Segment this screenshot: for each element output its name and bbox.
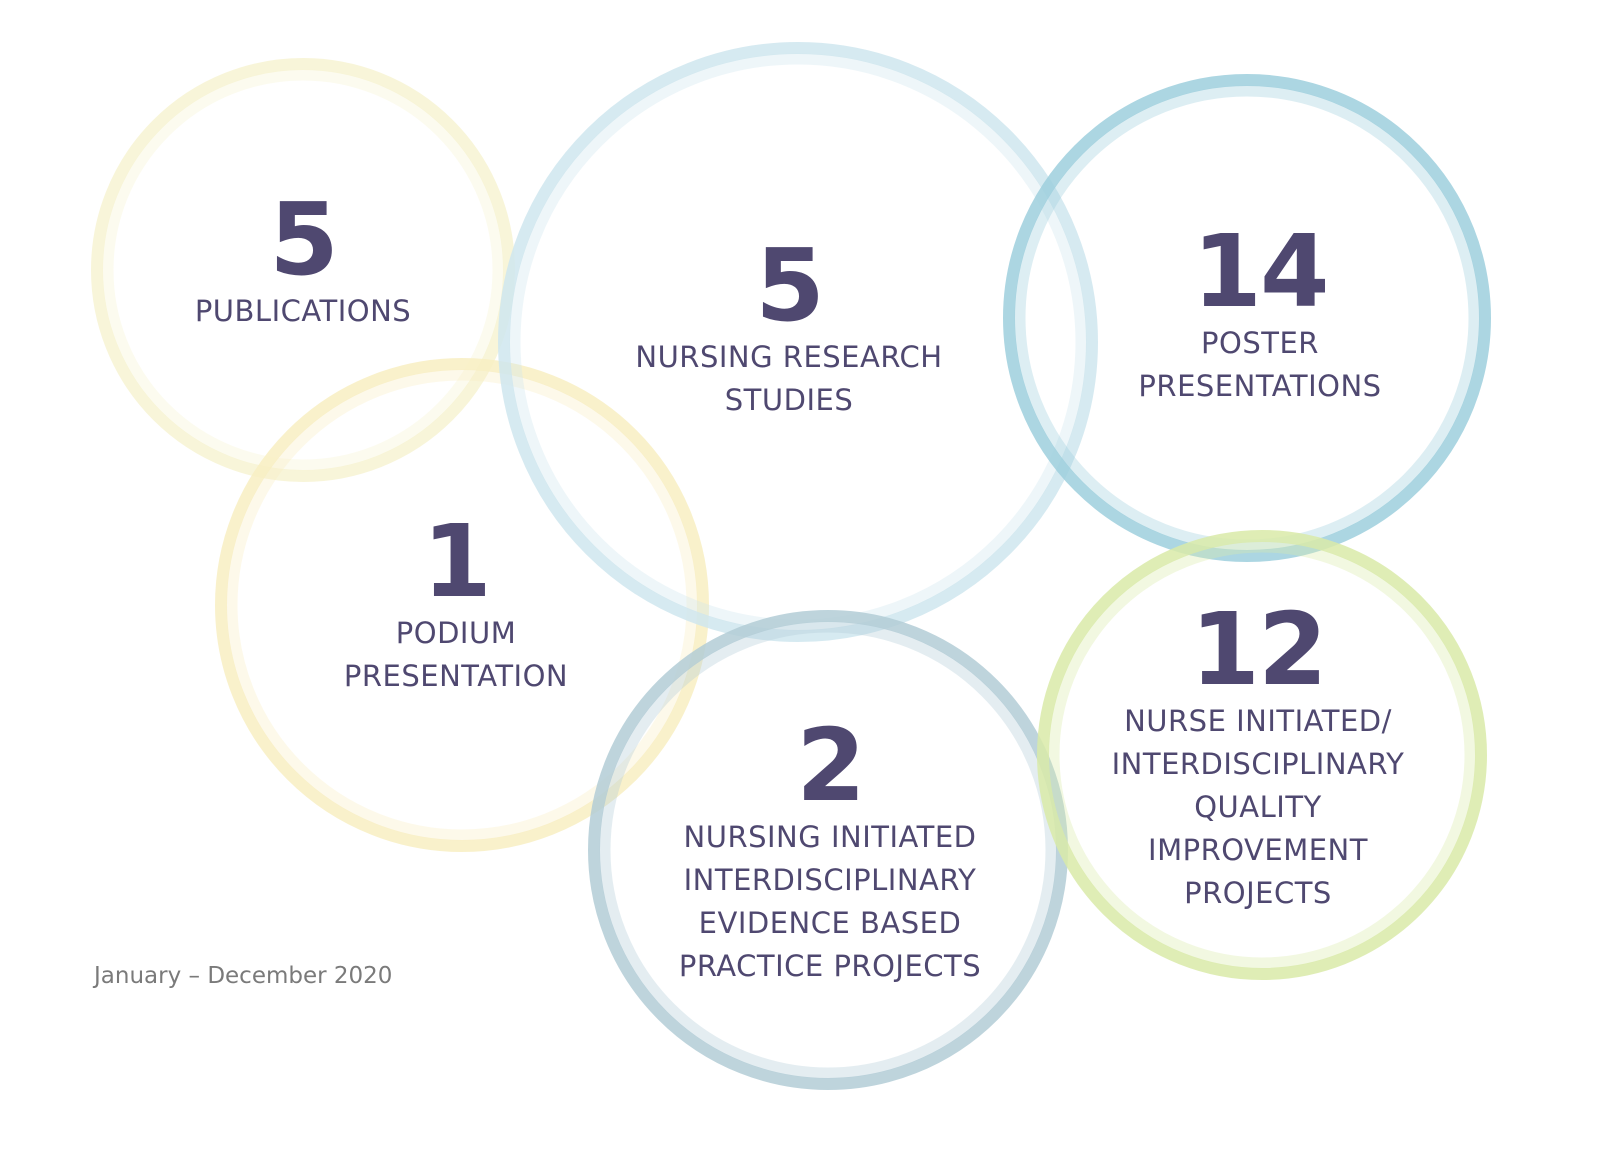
- stat-podium-presentation: 1 PODIUM PRESENTATION: [344, 512, 568, 698]
- stat-poster-presentations: 14 POSTER PRESENTATIONS: [1138, 222, 1381, 408]
- stat-label: PUBLICATIONS: [194, 294, 412, 328]
- ring-research: [498, 42, 1098, 642]
- inner-ring-research: [509, 53, 1087, 631]
- stat-label: POSTER PRESENTATIONS: [1138, 326, 1382, 403]
- stat-number: 12: [1190, 591, 1327, 708]
- inner-ring-ebp: [599, 621, 1057, 1079]
- date-range: January – December 2020: [94, 963, 393, 989]
- stat-number: 5: [269, 181, 339, 298]
- inner-ring-poster: [1014, 85, 1480, 551]
- inner-ring-podium: [226, 369, 698, 841]
- stat-publications: 5 PUBLICATIONS: [195, 190, 411, 333]
- stat-number: 5: [755, 227, 825, 344]
- ring-podium: [215, 358, 709, 852]
- stat-number: 1: [422, 503, 492, 620]
- ring-qi: [1037, 530, 1487, 980]
- stat-label: PODIUM PRESENTATION: [343, 616, 569, 693]
- inner-ring-publications: [102, 69, 504, 471]
- stat-number: 2: [796, 707, 866, 824]
- stat-ebp-projects: 2 NURSING INITIATED INTERDISCIPLINARY EV…: [679, 716, 981, 988]
- stat-label: NURSING RESEARCH STUDIES: [635, 340, 943, 417]
- inner-ring-qi: [1048, 541, 1476, 969]
- ring-poster: [1003, 74, 1491, 562]
- stat-quality-improvement-projects: 12 NURSE INITIATED/ INTERDISCIPLINARY QU…: [1112, 600, 1405, 915]
- stat-number: 14: [1192, 213, 1329, 330]
- stat-label: NURSING INITIATED INTERDISCIPLINARY EVID…: [678, 820, 982, 983]
- stat-label: NURSE INITIATED/ INTERDISCIPLINARY QUALI…: [1111, 704, 1405, 910]
- stat-nursing-research-studies: 5 NURSING RESEARCH STUDIES: [635, 236, 942, 422]
